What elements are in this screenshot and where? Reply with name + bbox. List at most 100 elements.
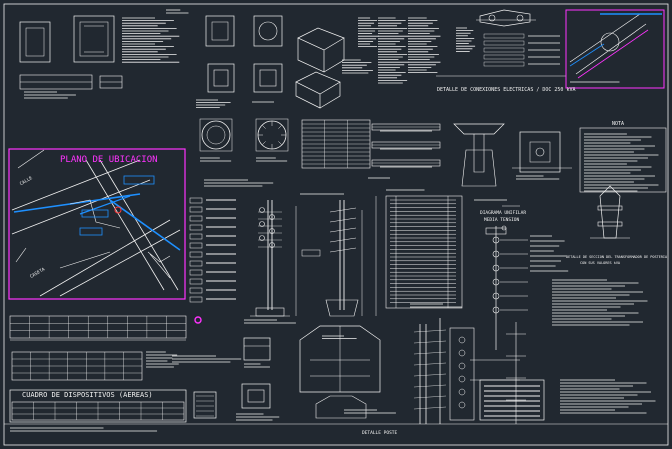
map-block [69, 199, 121, 229]
manhole-plan-1 [201, 120, 231, 150]
base-plan-2 [253, 15, 283, 47]
cad-rect [485, 227, 507, 235]
nota-title: NOTA [612, 121, 625, 127]
base-plan-1 [205, 15, 235, 47]
detalle-seccion-label: DETALLE DE SECCION DEL TRANSFORMADOR DE … [566, 255, 668, 259]
diagrama-unifilar-title: DIAGRAMA UNIFILAR [480, 211, 527, 216]
map-network-route-3 [79, 195, 131, 215]
small-map-frame [565, 9, 665, 89]
manhole-rib [278, 141, 283, 146]
conductor-symbol [483, 47, 525, 53]
legend-symbol [189, 242, 203, 249]
detalle-poste-title: DETALLE POSTE [362, 431, 398, 436]
cad-rect [213, 69, 229, 87]
insulator [269, 228, 275, 234]
diagrama-unifilar-subtitle: MEDIA TENSION [484, 218, 520, 223]
map-street-3 [59, 229, 181, 297]
duct-tie [413, 351, 447, 355]
unifilar-node [492, 306, 500, 314]
map-network-route-2 [109, 199, 181, 251]
map-street-2 [11, 179, 151, 235]
cad-rect [247, 389, 265, 403]
manhole-plan-1-inner [206, 125, 226, 145]
duct-conduit [458, 336, 466, 344]
crossarm [329, 247, 357, 253]
detalle-seccion-label-2: CON SUS VALORES kVA [580, 261, 621, 265]
map-street-1 [11, 159, 141, 211]
manhole-rib [261, 124, 266, 129]
cad-line [17, 149, 45, 169]
map-block-2 [147, 251, 171, 263]
materials-list-frame [385, 195, 463, 309]
duct-conduit [458, 362, 466, 370]
cad-rect [597, 221, 623, 227]
small-map-line [577, 29, 649, 79]
magenta-marker [194, 316, 202, 324]
sheet-border [3, 3, 669, 446]
duct-tie [413, 340, 447, 344]
pole-1-base [255, 307, 285, 317]
legend-symbol [189, 251, 203, 258]
manhole-plan-1-frame [199, 118, 233, 152]
cuadro-dispositivos-frame [9, 389, 187, 423]
conexiones-title: DETALLE DE CONEXIONES ELECTRICAS / DOC 2… [437, 87, 576, 93]
cad-line [59, 251, 111, 269]
cad-rect [259, 69, 277, 87]
base-plan-2-hole [258, 21, 278, 41]
legend-symbol [189, 296, 203, 303]
isometric-base-1 [297, 27, 345, 73]
map-street-4 [39, 219, 171, 297]
duct-conduit [458, 349, 466, 357]
bushing-detail [479, 9, 531, 27]
manhole-plan-2-frame [255, 118, 289, 152]
ground-table-frame [479, 379, 545, 421]
cad-circle [535, 147, 545, 157]
pit-section-1 [243, 337, 271, 361]
legend-symbol [189, 260, 203, 267]
legend-symbol [189, 206, 203, 213]
duct-conduit [458, 388, 466, 396]
duct-tie [413, 362, 447, 366]
dispositivos-table-1 [9, 315, 187, 339]
plano-ubicacion-title: PLANO DE UBICACION [60, 155, 158, 165]
cad-line [15, 247, 27, 263]
map-network-route [13, 193, 141, 213]
isometric-base-2 [295, 71, 341, 109]
cad-line [149, 253, 171, 279]
base-plan-1-inner [211, 21, 229, 41]
nota-frame [579, 127, 667, 193]
duct-tie [413, 406, 447, 410]
pit-plan-outer [19, 21, 51, 63]
cuadro-dispositivos-title: CUADRO DE DISPOSITIVOS (AEREAS) [22, 391, 153, 399]
pole-2-base [325, 299, 359, 317]
cad-circle [516, 14, 524, 22]
map-street-5 [99, 159, 179, 291]
insulator [259, 235, 265, 241]
duct-tie [413, 395, 447, 399]
duct-tie [413, 329, 447, 333]
unifilar-node [492, 250, 500, 258]
unifilar-node [492, 292, 500, 300]
legend-symbol [189, 197, 203, 204]
box-detail [519, 131, 561, 173]
manhole-rib [278, 124, 283, 129]
legend-symbol [189, 224, 203, 231]
unifilar-node [492, 236, 500, 244]
label-box [301, 249, 321, 257]
transformer-pole-section [599, 185, 621, 239]
vault-section [299, 325, 381, 393]
base-plan-3 [207, 63, 235, 93]
unifilar-node [492, 278, 500, 286]
pole-base-hatch [461, 149, 497, 187]
manhole-rib [261, 141, 266, 146]
map-label-box-1 [123, 175, 155, 185]
legend-symbol [189, 287, 203, 294]
duct-section [449, 327, 475, 421]
cad-rect [529, 141, 551, 163]
small-map-street [575, 23, 647, 75]
legend-symbol [189, 269, 203, 276]
pit-detail-inner [79, 21, 109, 57]
conductor-symbol [483, 40, 525, 46]
